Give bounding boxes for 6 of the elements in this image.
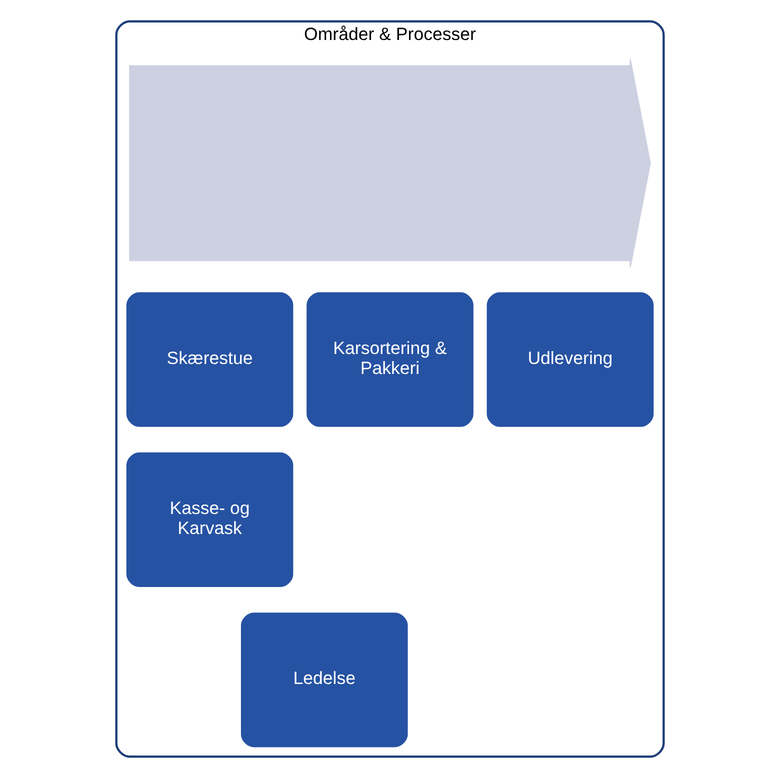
node-box: Udlevering <box>485 291 654 428</box>
node-arrow <box>128 58 650 268</box>
node-box: Skærestue <box>124 291 294 428</box>
node-box: Karsortering & Pakkeri <box>304 291 474 428</box>
node-box: Kasse- og Karvask <box>124 451 294 588</box>
node-box: Ledelse <box>239 611 408 748</box>
